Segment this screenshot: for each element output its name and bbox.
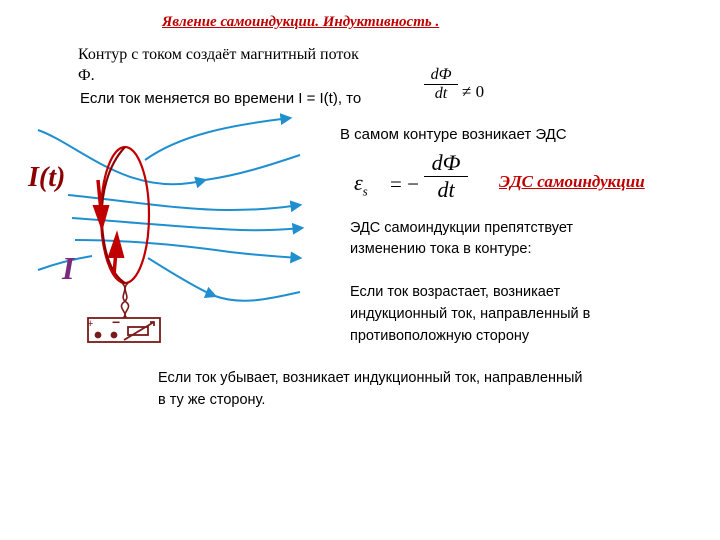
field-line: [67, 194, 303, 213]
current-label-i: I: [62, 250, 75, 286]
field-line: [147, 257, 218, 299]
current-label-it: I(t): [28, 162, 66, 193]
minus-sign: −: [112, 314, 121, 330]
fraction-bar: [424, 84, 458, 85]
increase-line-2: индукционный ток, направленный в: [350, 306, 591, 322]
current-loop: [92, 145, 151, 285]
field-line: [37, 129, 208, 189]
field-line: [204, 154, 301, 181]
page-title: Явление самоиндукции. Индуктивность .: [162, 14, 440, 30]
lead-wire: [120, 282, 129, 319]
emf-lhs: εs: [354, 170, 368, 199]
decrease-line-1: Если ток убывает, возникает индукционный…: [158, 370, 583, 386]
terminal-minus: [110, 331, 118, 339]
emf-equals: = −: [390, 172, 419, 196]
field-line: [37, 255, 93, 271]
rheostat-arrow-icon: [150, 321, 155, 326]
field-line: [144, 113, 293, 161]
condition-text: Если ток меняется во времени I = I(t), т…: [80, 90, 362, 107]
emf-numerator: dФ: [431, 150, 461, 175]
arrowhead-up-icon: [107, 230, 125, 259]
opposes-line-2: изменению тока в контуре:: [350, 241, 532, 257]
plus-sign: +: [87, 318, 94, 330]
emf-denominator: dt: [437, 177, 455, 202]
source-circuit: [87, 317, 161, 343]
condition-denominator: dt: [434, 85, 448, 102]
terminal-plus: [94, 331, 102, 339]
emf-self-induction-label: ЭДС самоиндукции: [499, 172, 645, 191]
magnetic-field-lines: [37, 113, 305, 302]
emf-fraction: dФ dt: [424, 150, 468, 203]
increase-line-3: противоположную сторону: [350, 328, 530, 344]
circuit-frame: [87, 317, 161, 343]
emf-arises-text: В самом контуре возникает ЭДС: [340, 126, 567, 143]
emf-subscript: s: [362, 183, 368, 199]
decrease-line-2: в ту же сторону.: [158, 392, 266, 408]
fraction-bar: [424, 176, 468, 177]
field-line: [214, 291, 301, 302]
arrowhead-down-icon: [92, 204, 110, 232]
field-line: [71, 217, 305, 235]
intro-line-2: Ф.: [78, 67, 95, 84]
twisted-leads: [120, 282, 130, 319]
emf-symbol: ε: [354, 170, 363, 195]
opposes-line-1: ЭДС самоиндукции препятствует: [350, 220, 574, 236]
increase-line-1: Если ток возрастает, возникает: [350, 284, 561, 300]
condition-relation: ≠ 0: [462, 82, 485, 101]
condition-fraction: dФ dt: [424, 66, 458, 103]
condition-numerator: dФ: [430, 66, 452, 83]
rheostat-slider: [123, 321, 155, 341]
intro-line-1: Контур с током создаёт магнитный поток: [78, 46, 359, 63]
